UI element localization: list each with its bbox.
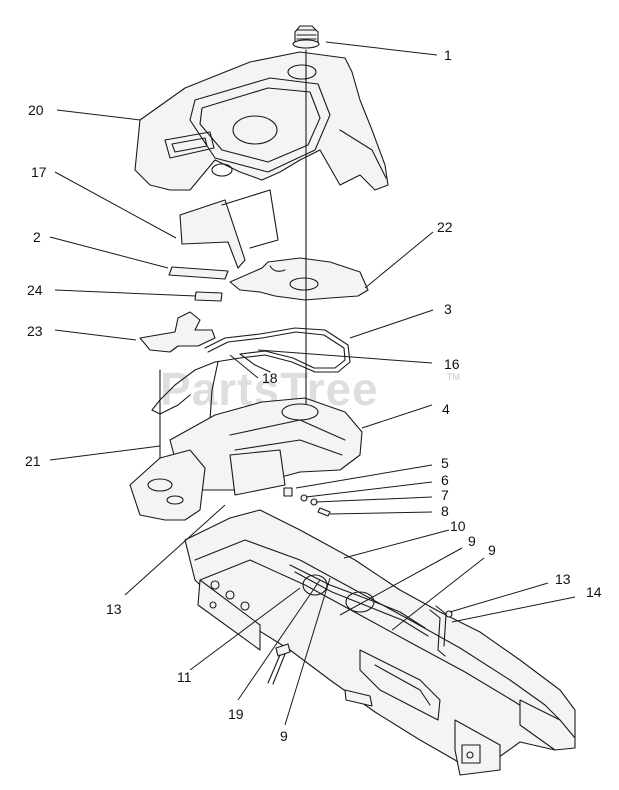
- insulation-panel-part[interactable]: [229, 257, 369, 301]
- callout-9: 9: [488, 542, 496, 558]
- frame-bolt-part[interactable]: [267, 643, 291, 685]
- rear-rod-part[interactable]: [429, 605, 453, 657]
- fuel-tank-part[interactable]: [169, 397, 363, 496]
- callout-17: 17: [31, 164, 47, 180]
- callout-24: 24: [27, 282, 43, 298]
- callout-9: 9: [280, 728, 288, 744]
- callout-5: 5: [441, 455, 449, 471]
- hood-bracket-part[interactable]: [179, 189, 279, 269]
- pad-strip-part[interactable]: [168, 266, 229, 280]
- callout-11: 11: [177, 669, 192, 685]
- callout-leader-lines: [49, 41, 576, 726]
- callout-6: 6: [441, 472, 449, 488]
- callout-4: 4: [442, 401, 450, 417]
- main-frame-part[interactable]: [184, 509, 576, 776]
- callout-8: 8: [441, 503, 449, 519]
- callout-10: 10: [450, 518, 466, 534]
- callout-22: 22: [437, 219, 453, 235]
- callout-1: 1: [444, 47, 452, 63]
- callout-13: 13: [555, 571, 571, 587]
- callout-23: 23: [27, 323, 43, 339]
- callout-13: 13: [106, 601, 122, 617]
- fastener-set-part[interactable]: [283, 487, 331, 517]
- callout-7: 7: [441, 487, 449, 503]
- callout-21: 21: [25, 453, 41, 469]
- callout-2: 2: [33, 229, 41, 245]
- callout-9: 9: [468, 533, 476, 549]
- callout-19: 19: [228, 706, 244, 722]
- callout-18: 18: [262, 370, 278, 386]
- callout-labels: 1 20 17 2 22 24 3 23 16 18 4 21 5 6 7 8 …: [25, 47, 602, 744]
- side-panel-part[interactable]: [129, 369, 206, 521]
- callout-14: 14: [586, 584, 602, 600]
- callout-16: 16: [444, 356, 460, 372]
- hood-fender-part[interactable]: [134, 51, 389, 191]
- heat-shield-part[interactable]: [139, 311, 216, 353]
- fuel-cap-part[interactable]: [292, 25, 320, 49]
- watermark-trademark: TM: [447, 372, 460, 382]
- callout-3: 3: [444, 301, 452, 317]
- small-pad-part[interactable]: [194, 291, 223, 302]
- callout-20: 20: [28, 102, 44, 118]
